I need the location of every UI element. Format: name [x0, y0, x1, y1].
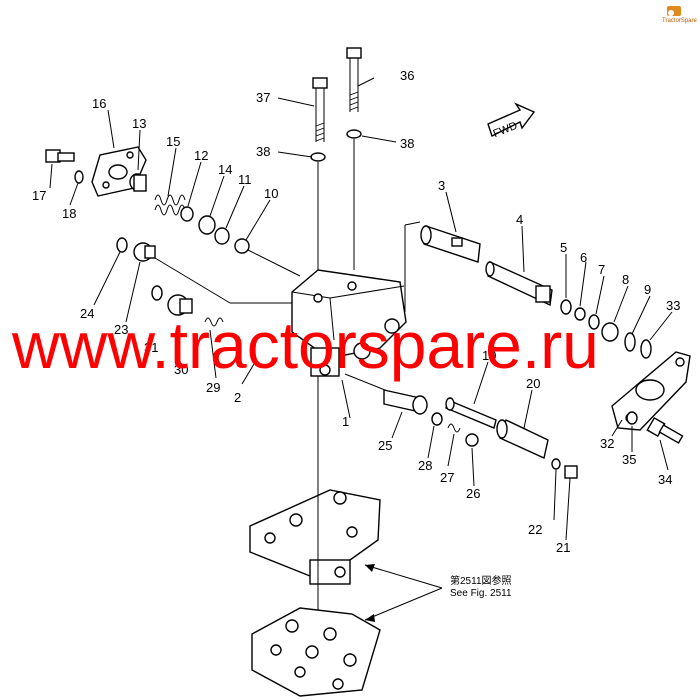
spring-7 — [588, 314, 600, 330]
callout-2: 2 — [234, 390, 241, 405]
callout-24: 24 — [80, 306, 94, 321]
washer-22 — [551, 458, 561, 470]
bolt-36 — [346, 47, 362, 139]
callout-20: 20 — [526, 376, 540, 391]
callout-5: 5 — [560, 240, 567, 255]
washer-18 — [74, 170, 84, 184]
watermark: www.tractorspare.ru — [12, 308, 599, 382]
callout-16: 16 — [92, 96, 106, 111]
spring-12 — [180, 206, 194, 222]
callout-37: 37 — [256, 90, 270, 105]
spring-10 — [234, 238, 250, 254]
callout-25: 25 — [378, 438, 392, 453]
oring-31 — [151, 285, 163, 301]
callout-26: 26 — [466, 486, 480, 501]
bolt-17 — [45, 149, 75, 163]
plug-25 — [383, 389, 428, 415]
callout-35: 35 — [622, 452, 636, 467]
callout-17: 17 — [32, 188, 46, 203]
valve-block-lower — [251, 607, 381, 697]
bolt-21 — [564, 465, 578, 479]
oring-9 — [624, 332, 636, 352]
callout-31: 31 — [144, 340, 158, 355]
washer-14 — [198, 215, 216, 235]
callout-13: 13 — [132, 116, 146, 131]
valve-body-1 — [291, 269, 407, 377]
callout-15: 15 — [166, 134, 180, 149]
ref-note-jp: 第2511図参照 — [450, 574, 512, 587]
fwd-arrow: FWD — [487, 102, 536, 140]
logo-text: TractorSpare — [662, 18, 697, 24]
callout-27: 27 — [440, 470, 454, 485]
spring-27 — [447, 423, 461, 433]
callout-38-right: 38 — [400, 136, 414, 151]
callout-23: 23 — [114, 322, 128, 337]
oring-24 — [116, 237, 128, 253]
plug-23 — [133, 242, 156, 262]
ring-11 — [214, 227, 230, 245]
spring-6 — [574, 307, 586, 321]
callout-10: 10 — [264, 186, 278, 201]
callout-28: 28 — [418, 458, 432, 473]
callout-19: 19 — [482, 348, 496, 363]
spool-3 — [420, 225, 481, 263]
spring-15 — [154, 194, 186, 216]
valve-block-upper — [249, 489, 381, 585]
callout-9: 9 — [644, 282, 651, 297]
spring-5 — [560, 299, 572, 315]
plug-26 — [465, 433, 479, 447]
cap-8 — [601, 322, 619, 342]
callout-30: 30 — [174, 362, 188, 377]
callout-labels: 1 2 3 4 5 6 7 8 9 10 11 12 13 14 15 16 1… — [32, 68, 680, 555]
plug-13 — [129, 173, 147, 192]
callout-1: 1 — [342, 414, 349, 429]
callout-22: 22 — [528, 522, 542, 537]
callout-14: 14 — [218, 162, 232, 177]
spring-28 — [431, 412, 443, 426]
callout-38: 38 — [256, 144, 270, 159]
bolt-37 — [310, 77, 328, 162]
callout-6: 6 — [580, 250, 587, 265]
callout-34: 34 — [658, 472, 672, 487]
callout-32: 32 — [600, 436, 614, 451]
spring-29 — [204, 317, 224, 327]
sleeve-20 — [496, 419, 549, 459]
stem-19 — [445, 397, 497, 429]
bolt-34 — [646, 416, 684, 444]
callout-8: 8 — [622, 272, 629, 287]
plug-30 — [167, 294, 193, 316]
callout-21: 21 — [556, 540, 570, 555]
callout-33: 33 — [666, 298, 680, 313]
washer-35 — [626, 411, 638, 425]
leader-lines — [49, 77, 673, 541]
callout-7: 7 — [598, 262, 605, 277]
tractorspare-logo: TractorSpare — [662, 6, 697, 24]
callout-3: 3 — [438, 178, 445, 193]
callout-29: 29 — [206, 380, 220, 395]
callout-12: 12 — [194, 148, 208, 163]
oring-33 — [640, 339, 652, 359]
spool-4 — [485, 260, 553, 307]
callout-36: 36 — [400, 68, 414, 83]
callout-11: 11 — [238, 172, 252, 187]
callout-4: 4 — [516, 212, 523, 227]
callout-18: 18 — [62, 206, 76, 221]
cover-plate-32 — [611, 351, 691, 431]
ref-note-en: See Fig. 2511 — [450, 588, 512, 599]
